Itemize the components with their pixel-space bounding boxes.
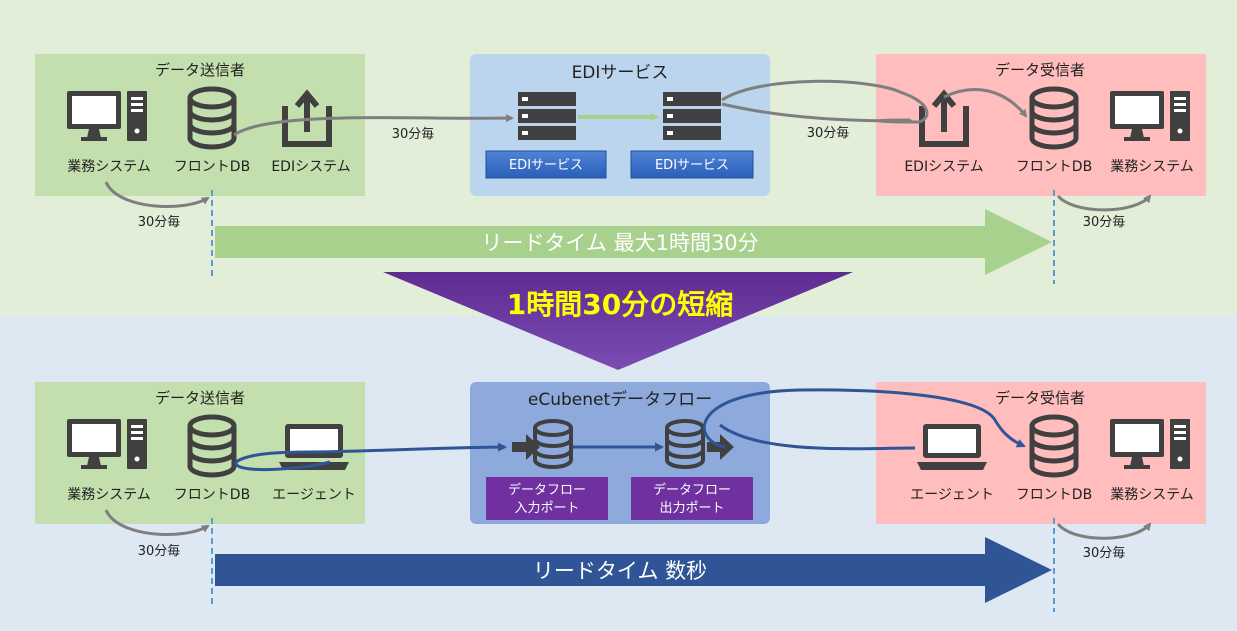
edi-service-button-1 [485,150,607,179]
input-port-label-1: データフロー [508,482,586,498]
top-receiver-label-business: 業務システム [1110,159,1194,175]
top-sender-label-frontdb: フロントDB [174,159,250,175]
bottom-leadtime-label: リードタイム 数秒 [533,559,707,583]
laptop-icon [917,424,987,470]
interval-label-sender-edi: 30分毎 [392,126,435,142]
top-sender-title: データ送信者 [155,61,245,79]
bottom-receiver-title: データ受信者 [995,389,1085,407]
top-edi-title: EDIサービス [572,63,669,83]
output-port-label-1: データフロー [653,482,731,498]
edi-service-label-1: EDIサービス [509,158,583,173]
bottom-flow-title: eCubenetデータフロー [528,389,712,410]
top-sender-label-business: 業務システム [67,159,151,175]
bottom-receiver-label-agent: エージェント [910,487,994,503]
sender-db-agent-link [234,460,331,472]
server-icon [663,92,721,140]
sender-loop-arrow [104,181,210,208]
top-leadtime-arrow [215,209,1052,275]
top-receiver-label-frontdb: フロントDB [1016,159,1092,175]
laptop-icon [279,424,349,470]
reduction-triangle [383,272,853,370]
server-icon [518,92,576,140]
top-sender-label-edi: EDIシステム [271,159,350,175]
sender-to-flow-arrow [235,442,507,464]
bottom-receiver-label-frontdb: フロントDB [1016,487,1092,503]
input-arrow-icon [512,434,540,460]
edi-to-receiver-arrow [721,102,913,123]
receiver-edi-to-db-arrow [943,88,1028,118]
bottom-interval-label-receiver: 30分毎 [1083,545,1126,561]
bottom-receiver-label-business: 業務システム [1110,487,1194,503]
input-port-label-2: 入力ポート [514,501,579,516]
bottom-sender-title: データ送信者 [155,389,245,407]
bottom-sender-label-business: 業務システム [67,487,151,503]
top-receiver-title: データ受信者 [995,61,1085,79]
interval-label-edi-receiver: 30分毎 [807,125,850,141]
receiver-loop-arrow [1056,194,1152,212]
interval-label-sender: 30分毎 [138,214,181,230]
bottom-sender-label-frontdb: フロントDB [174,487,250,503]
bottom-sender-loop-arrow [104,509,210,536]
flow-to-agent-link [719,423,916,451]
flow-to-receiver-arrow [702,388,1026,449]
bottom-interval-label-sender: 30分毎 [138,543,181,559]
sender-to-edi-arrow [233,114,514,137]
edi-service-label-2: EDIサービス [655,158,729,173]
input-port-box [486,477,608,520]
output-port-box [631,477,753,520]
interval-label-receiver: 30分毎 [1083,214,1126,230]
bottom-sender-label-agent: エージェント [272,487,356,503]
output-port-label-2: 出力ポート [659,501,724,516]
top-receiver-label-edi: EDIシステム [904,159,983,175]
top-leadtime-label: リードタイム 最大1時間30分 [481,231,758,255]
bottom-leadtime-arrow [215,537,1052,603]
bottom-receiver-loop-arrow [1056,522,1152,540]
edi-service-button-2 [630,150,754,179]
reduction-label: 1時間30分の短縮 [507,288,733,321]
